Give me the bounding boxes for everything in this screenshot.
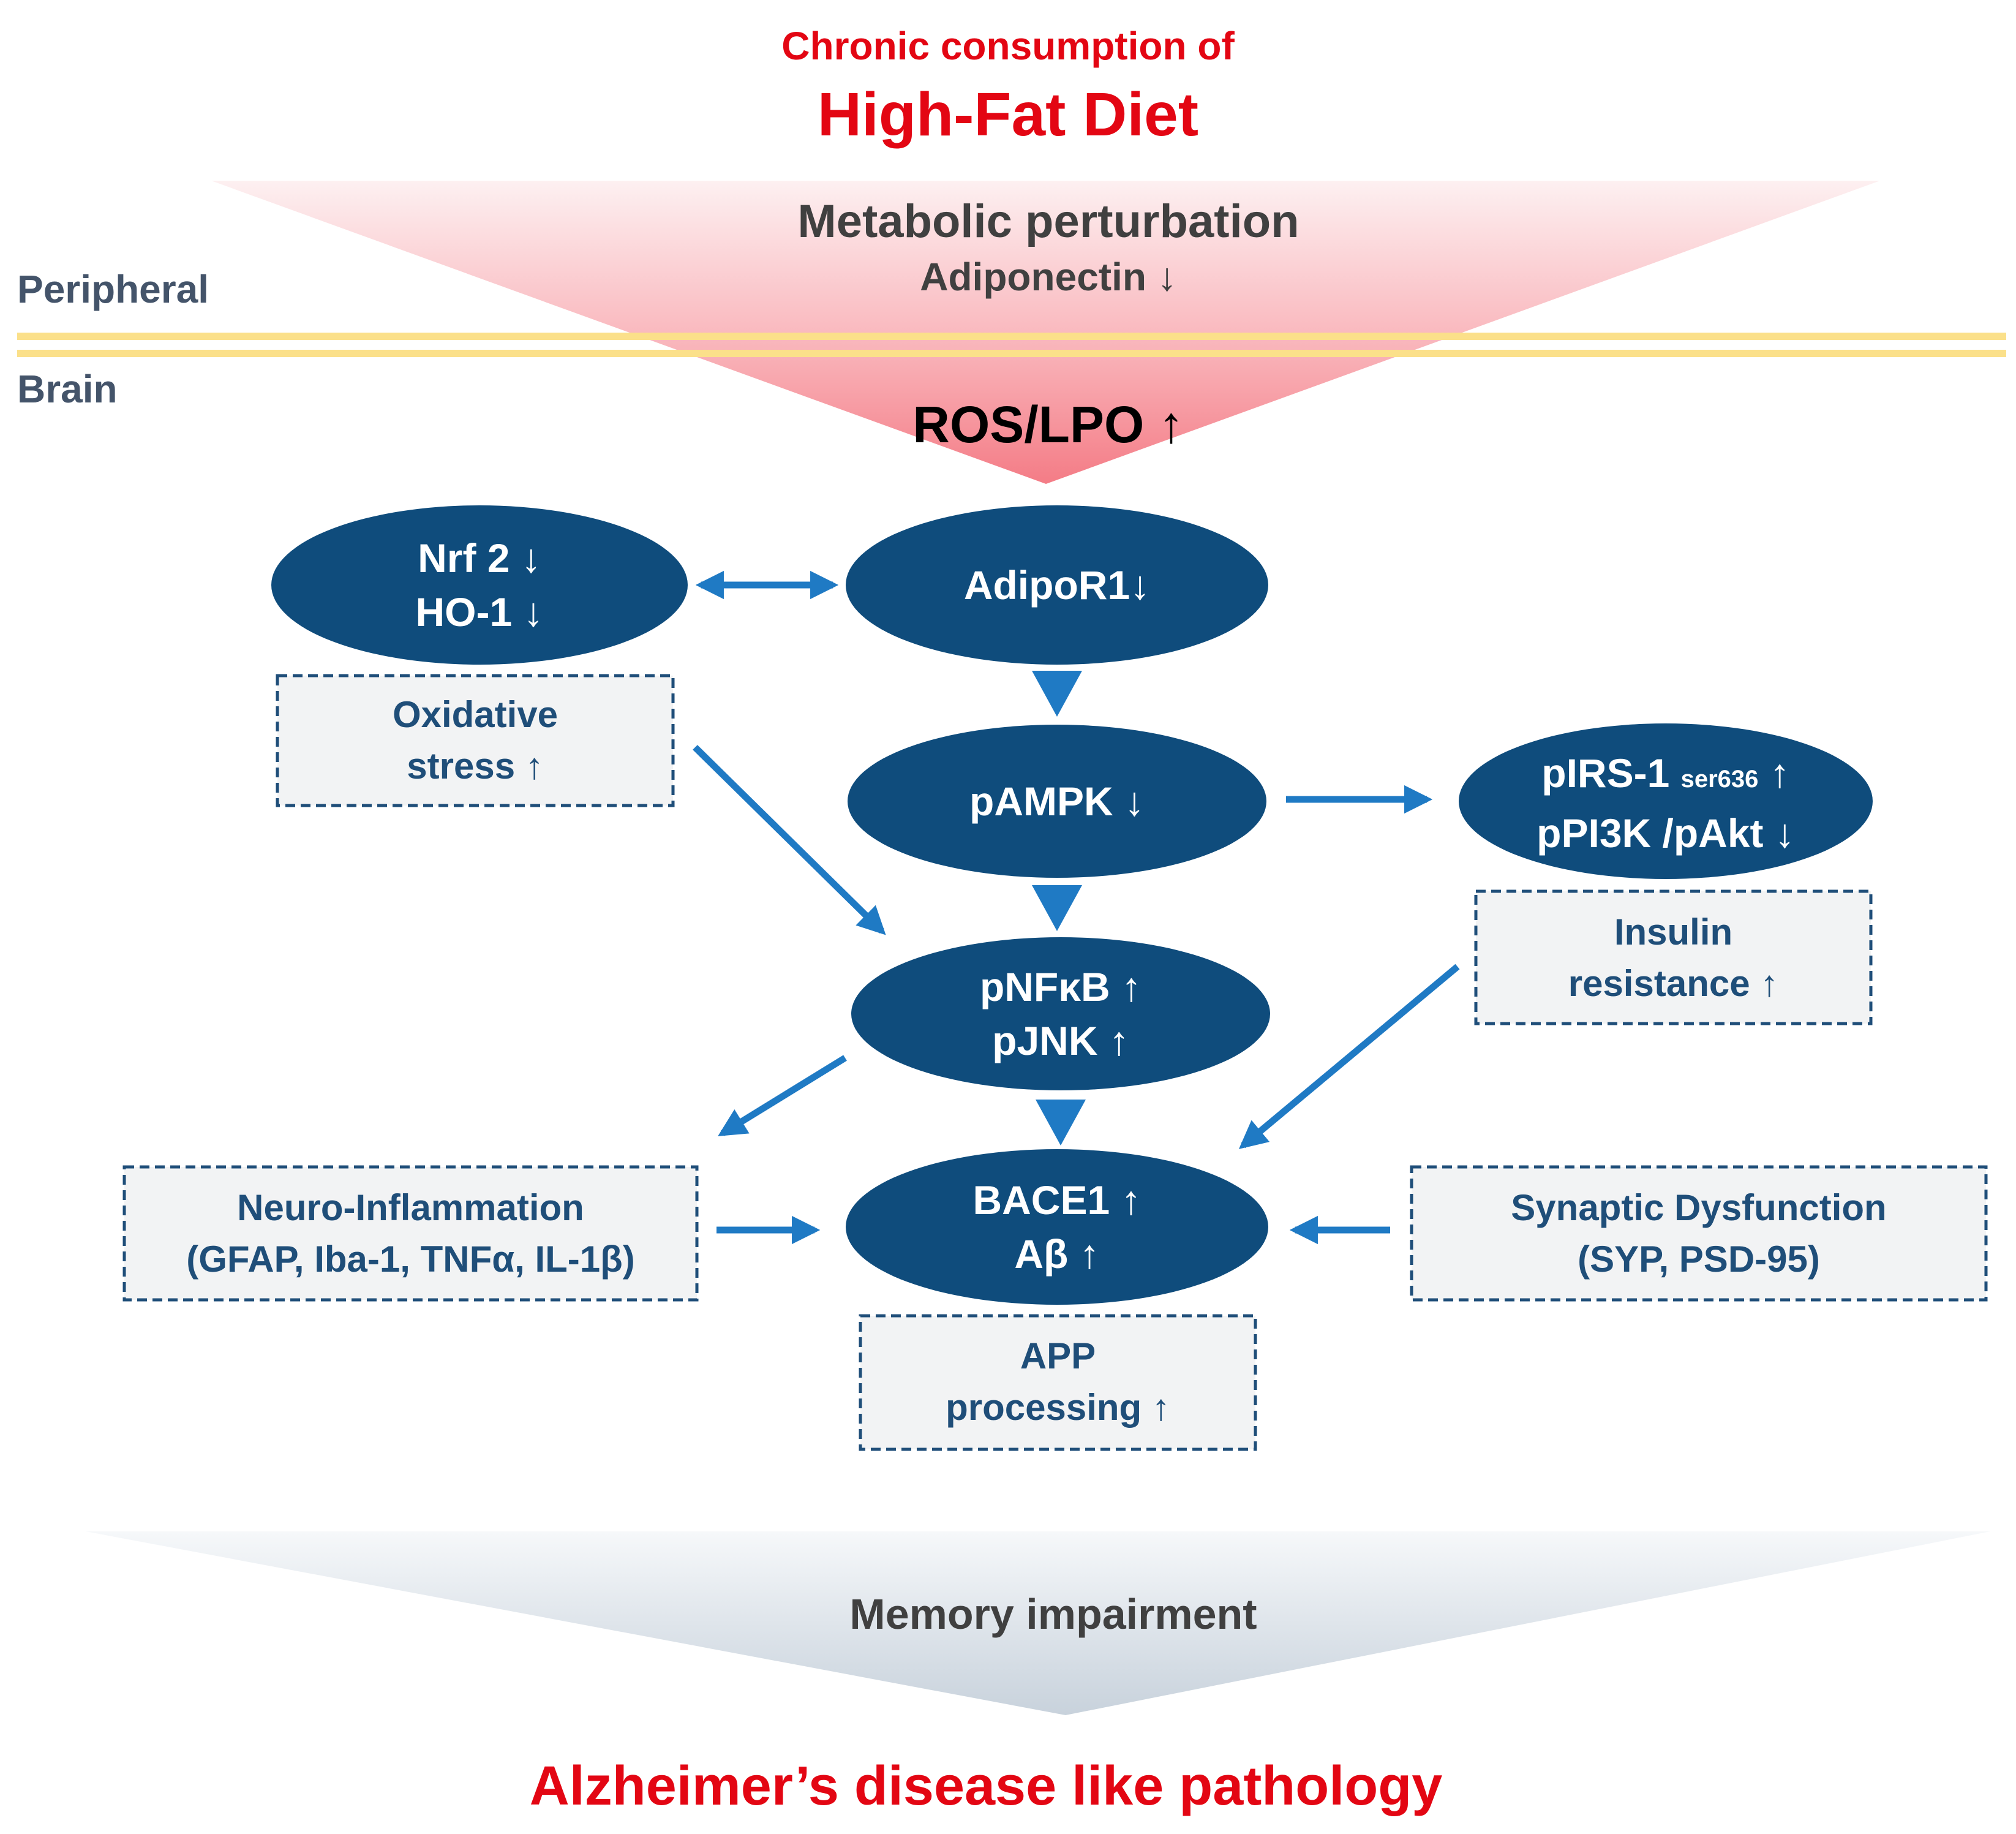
nrf2-label: Nrf 2 ↓ bbox=[418, 535, 541, 581]
pampk-label: pAMPK ↓ bbox=[969, 779, 1145, 824]
pirs1-main: pIRS-1 bbox=[1541, 750, 1681, 796]
memory-funnel bbox=[86, 1531, 1990, 1715]
adipor1-to-pampk-arrow bbox=[1032, 671, 1082, 717]
adiponectin-label: Adiponectin ↓ bbox=[920, 255, 1177, 299]
app-processing-box bbox=[859, 1314, 1257, 1451]
pampk-node bbox=[848, 725, 1266, 878]
synaptic-label: Synaptic Dysfunction bbox=[1511, 1187, 1887, 1228]
oxidative-stress-text: Oxidative stress ↑ bbox=[277, 689, 673, 792]
alzheimers-label: Alzheimer’s disease like pathology bbox=[529, 1756, 1443, 1817]
abeta-label: Aβ ↑ bbox=[1014, 1231, 1100, 1277]
insulin-to-bace1-arrow bbox=[1238, 964, 1460, 1149]
neuroinflammation-box bbox=[122, 1165, 699, 1302]
insulin-resistance-text: Insulin resistance ↑ bbox=[1476, 907, 1871, 1009]
oxidative-to-pnfkb-arrow bbox=[693, 745, 886, 935]
neuro-markers-label: (GFAP, Iba-1, TNFα, IL-1β) bbox=[186, 1239, 635, 1280]
oxidative-stress-box bbox=[276, 674, 675, 807]
brain-label: Brain bbox=[17, 367, 118, 411]
neuroinflammation-text: Neuro-Inflammation (GFAP, Iba-1, TNFα, I… bbox=[124, 1182, 697, 1285]
barrier-line-lower bbox=[17, 350, 2006, 357]
pnfkb-pjnk-text: pNFκB ↑ pJNK ↑ bbox=[851, 960, 1270, 1068]
bace1-label: BACE1 ↑ bbox=[972, 1177, 1142, 1223]
oxidative-label: Oxidative bbox=[392, 694, 559, 735]
pirs1-label: pIRS-1 ser636 ↑ bbox=[1459, 746, 1873, 806]
bace1-abeta-text: BACE1 ↑ Aβ ↑ bbox=[846, 1173, 1268, 1281]
resistance-label: resistance ↑ bbox=[1568, 963, 1779, 1004]
pirs1-subscript: ser636 bbox=[1680, 766, 1759, 793]
nrf2-ho1-text: Nrf 2 ↓ HO-1 ↓ bbox=[271, 531, 688, 639]
barrier-line-upper bbox=[17, 333, 2006, 340]
metabolic-perturbation-label: Metabolic perturbation bbox=[797, 195, 1299, 247]
pnfkb-label: pNFκB ↑ bbox=[979, 964, 1142, 1009]
memory-impairment-label: Memory impairment bbox=[849, 1590, 1257, 1638]
stress-label: stress ↑ bbox=[407, 745, 544, 787]
pirs1-arrow: ↑ bbox=[1758, 750, 1790, 796]
pirs1-pi3k-node bbox=[1459, 723, 1873, 879]
synaptic-dysfunction-text: Synaptic Dysfunction (SYP, PSD-95) bbox=[1412, 1182, 1986, 1285]
header-line1: Chronic consumption of bbox=[781, 24, 1235, 68]
pirs1-pi3k-text: pIRS-1 ser636 ↑ pPI3K /pAkt ↓ bbox=[1459, 746, 1873, 860]
bace1-abeta-node bbox=[846, 1149, 1268, 1305]
adipor1-node bbox=[846, 505, 1268, 665]
pampk-text: pAMPK ↓ bbox=[848, 774, 1266, 828]
synaptic-markers-label: (SYP, PSD-95) bbox=[1578, 1239, 1820, 1280]
pnfkb-pjnk-node bbox=[851, 937, 1270, 1090]
nrf2-ho1-node bbox=[271, 505, 688, 665]
pnfkb-to-neuro-arrow bbox=[718, 1055, 847, 1136]
insulin-resistance-box bbox=[1474, 889, 1873, 1025]
adipor1-text: AdipoR1↓ bbox=[846, 558, 1268, 612]
pjnk-label: pJNK ↑ bbox=[992, 1018, 1129, 1063]
pnfkb-to-bace1-arrow bbox=[1036, 1100, 1086, 1145]
peripheral-label: Peripheral bbox=[17, 267, 209, 311]
ros-lpo-label: ROS/LPO ↑ bbox=[912, 396, 1184, 453]
synaptic-dysfunction-box bbox=[1410, 1165, 1988, 1302]
pampk-to-pnfkb-arrow bbox=[1032, 885, 1082, 931]
header-title: High-Fat Diet bbox=[817, 80, 1199, 149]
metabolic-funnel bbox=[211, 181, 1880, 484]
neuroinflammation-label: Neuro-Inflammation bbox=[237, 1187, 584, 1228]
ppi3k-pakt-label: pPI3K /pAkt ↓ bbox=[1536, 810, 1795, 856]
ho1-label: HO-1 ↓ bbox=[415, 589, 544, 635]
processing-label: processing ↑ bbox=[946, 1387, 1170, 1428]
app-label: APP bbox=[1020, 1335, 1096, 1376]
adipor1-label: AdipoR1↓ bbox=[963, 562, 1151, 608]
insulin-label: Insulin bbox=[1614, 911, 1733, 953]
app-processing-text: APP processing ↑ bbox=[860, 1330, 1255, 1433]
